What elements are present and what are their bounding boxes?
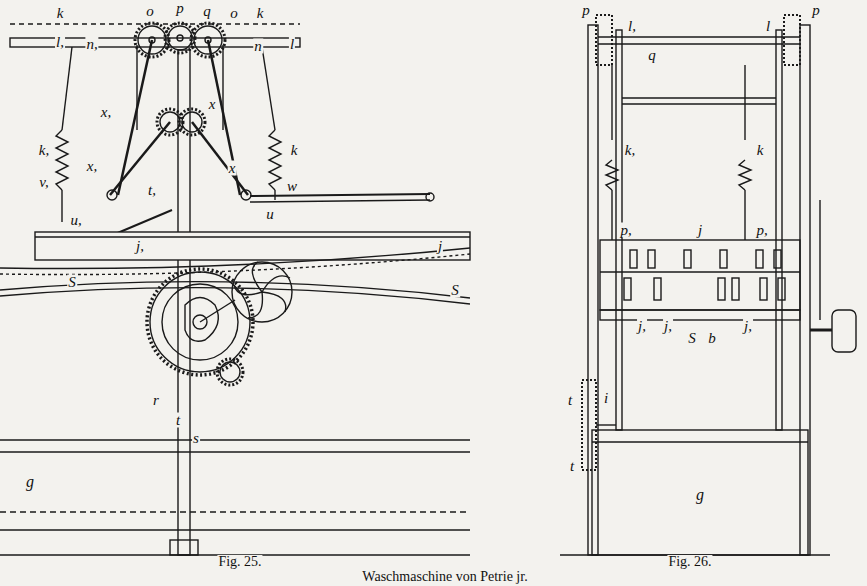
callout-letter: l, (55, 35, 65, 50)
callout-letter: r (152, 393, 160, 408)
callout-letter: x, (100, 105, 112, 120)
callout-letter: j, (637, 319, 647, 334)
callout-letter: k (56, 6, 65, 21)
callout-letter: x, (86, 159, 98, 174)
callout-letter: S (67, 275, 77, 290)
callout-letter: w (286, 179, 298, 194)
callout-letter: s (192, 431, 200, 446)
side-view (0, 23, 470, 555)
callout-letter: t (567, 393, 573, 408)
callout-letter: l (765, 19, 771, 34)
callout-letter: b (707, 331, 717, 346)
callout-letter: p (175, 1, 185, 16)
callout-letter: j (437, 239, 443, 254)
callout-letter: u (265, 207, 275, 222)
callout-letter: l (289, 37, 295, 52)
callout-letter: j, (135, 239, 145, 254)
callout-letter: S (687, 331, 697, 346)
callout-letter: j, (663, 319, 673, 334)
callout-letter: p, (755, 223, 768, 238)
callout-letter: q (647, 48, 657, 63)
callout-letter: j (697, 223, 703, 238)
callout-letter: l, (627, 19, 637, 34)
callout-letter: o (229, 6, 239, 21)
callout-letter: x (208, 97, 217, 112)
callout-letter: o (145, 4, 155, 19)
callout-letter: t (569, 459, 575, 474)
callout-letter: k, (624, 143, 636, 158)
callout-letter: u, (69, 213, 82, 228)
callout-letter: n (253, 39, 263, 54)
callout-letter: g (25, 474, 35, 490)
callout-letter: i (603, 391, 609, 406)
callout-letter: t, (147, 183, 157, 198)
callout-letter: n, (85, 37, 98, 52)
callout-letter: k (756, 143, 765, 158)
callout-letter: g (695, 487, 705, 503)
callout-letter: x (228, 161, 237, 176)
callout-letter: v, (38, 175, 49, 190)
callout-letter: t (175, 413, 181, 428)
figure-label: Fig. 26. (667, 555, 712, 569)
front-view (560, 15, 856, 555)
figure-label: Fig. 25. (217, 555, 262, 569)
callout-letter: k (256, 6, 265, 21)
figure-caption: Waschmaschine von Petrie jr. (362, 570, 527, 584)
callout-letter: j, (743, 319, 753, 334)
callout-letter: p (811, 3, 821, 18)
callout-letter: S (450, 283, 460, 298)
callout-letter: p, (619, 223, 632, 238)
callout-letter: k (290, 143, 299, 158)
callout-letter: p (581, 3, 591, 18)
callout-letter: q (202, 4, 212, 19)
callout-letter: k, (38, 143, 50, 158)
